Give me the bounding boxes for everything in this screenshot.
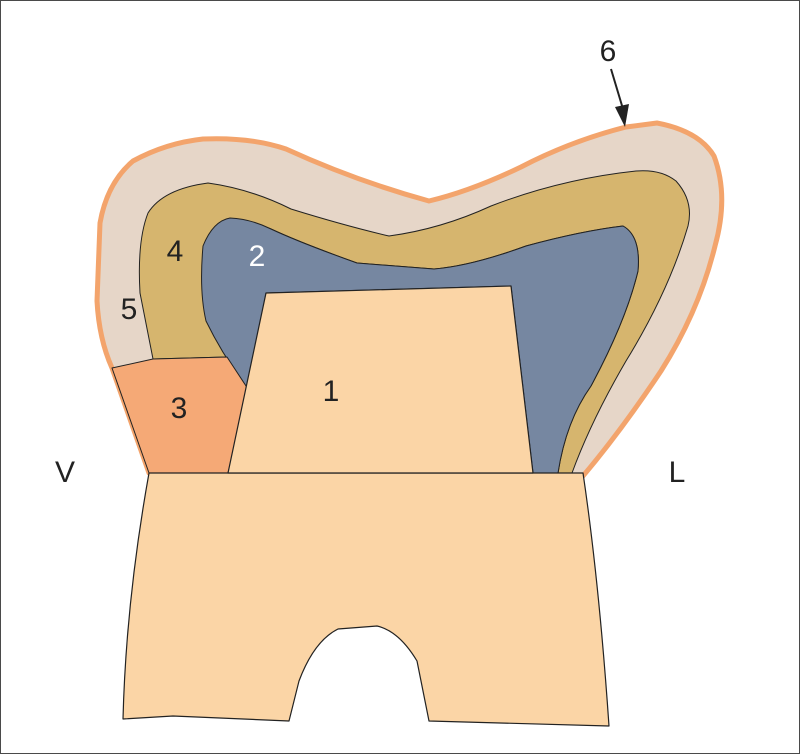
vestibular-side-label: V bbox=[55, 456, 75, 489]
dentin-region bbox=[201, 217, 639, 474]
label-5: 5 bbox=[121, 293, 138, 326]
label-4: 4 bbox=[167, 235, 184, 268]
label-2: 2 bbox=[249, 240, 266, 273]
label-6: 6 bbox=[600, 35, 617, 68]
label-1: 1 bbox=[323, 375, 340, 408]
label-3: 3 bbox=[171, 392, 188, 425]
pulp-region bbox=[227, 285, 534, 474]
layer-6-arrow bbox=[610, 68, 629, 127]
lingual-side-label: L bbox=[669, 456, 686, 489]
root-region bbox=[122, 472, 610, 727]
